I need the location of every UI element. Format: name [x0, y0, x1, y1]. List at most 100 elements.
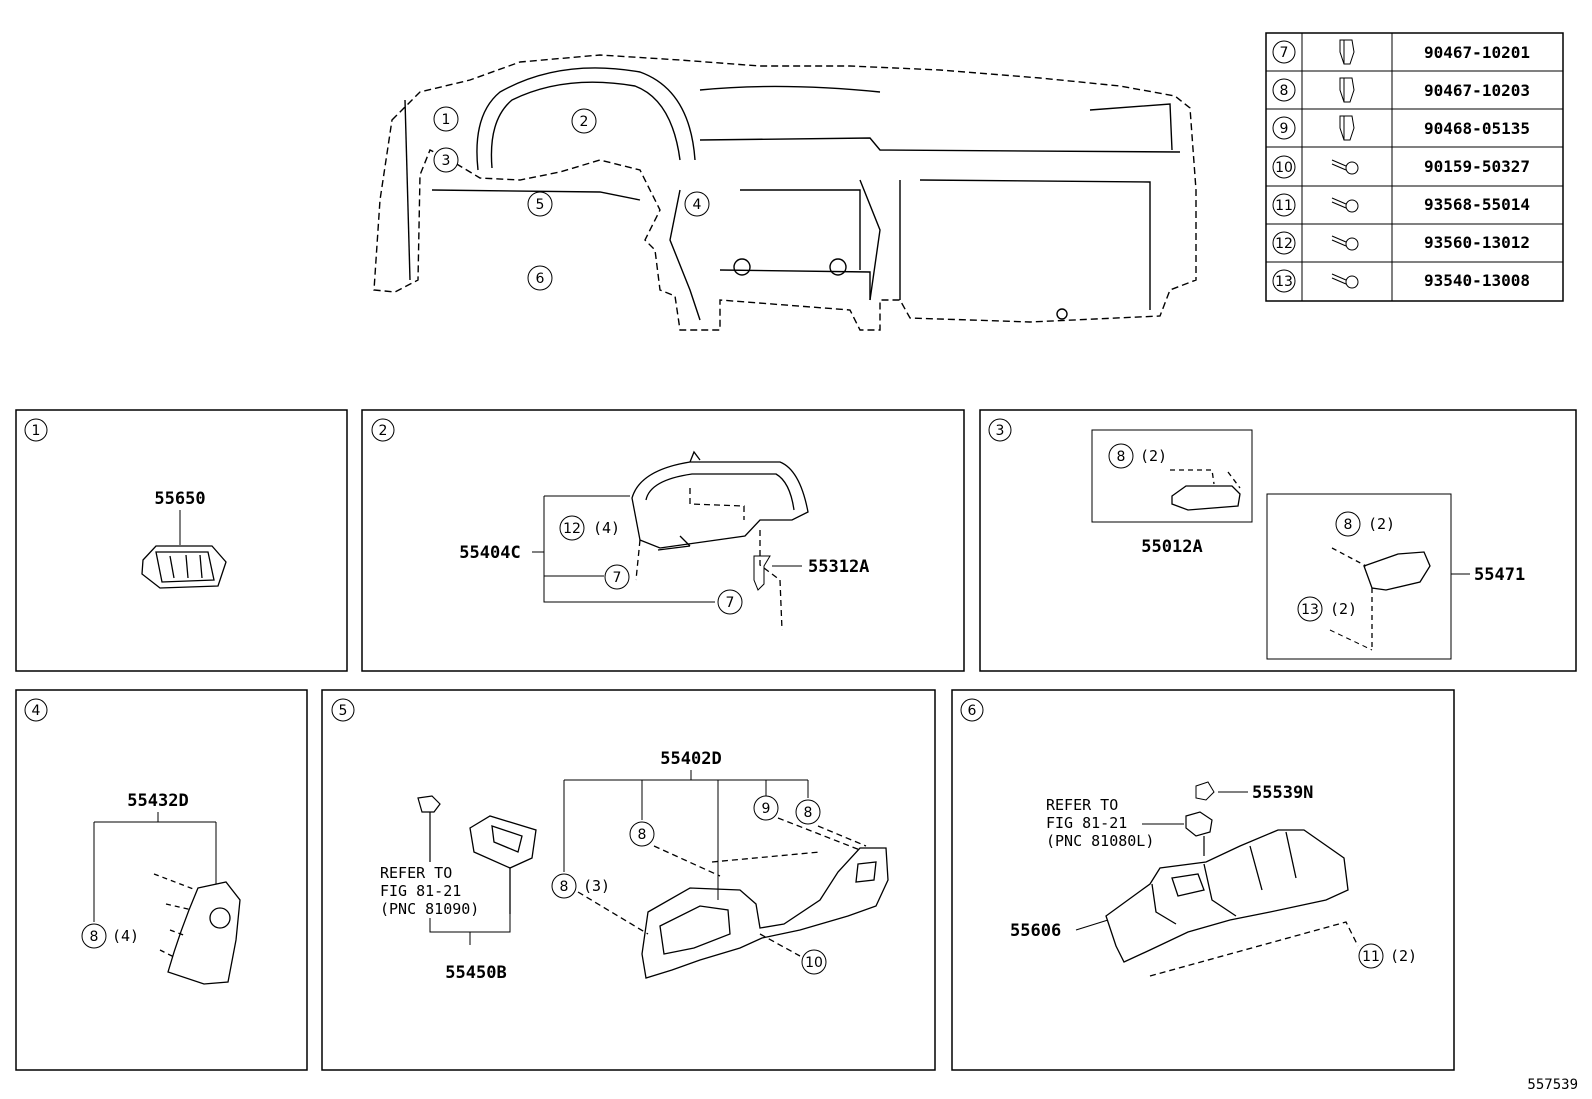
part-55012A[interactable]: 55012A — [1141, 537, 1202, 557]
fastener-table: 7 90467-10201 8 90467-10203 9 90468-0513… — [1265, 32, 1564, 302]
cluster-bezel-drawing — [631, 450, 809, 631]
part-55402D[interactable]: 55402D — [563, 749, 809, 900]
overview-callout-2[interactable]: 2 — [571, 108, 597, 134]
lower-panel-drawing — [577, 817, 889, 979]
svg-text:55650: 55650 — [154, 489, 205, 509]
overview-callout-3[interactable]: 3 — [433, 147, 459, 173]
svg-text:8: 8 — [1344, 517, 1353, 533]
svg-text:(PNC 81090): (PNC 81090) — [380, 900, 479, 918]
dashboard-overview — [373, 54, 1197, 331]
callout-8[interactable]: 8 — [795, 799, 821, 825]
svg-text:8: 8 — [1280, 83, 1289, 99]
part-55471[interactable]: 55471 — [1451, 565, 1525, 585]
svg-text:2: 2 — [580, 114, 589, 130]
under-cover-drawing — [1105, 829, 1359, 977]
clip-icon — [1339, 77, 1355, 103]
overview-callouts: 1 2 3 4 5 6 — [433, 106, 710, 291]
svg-text:1: 1 — [442, 112, 451, 128]
svg-text:55402D: 55402D — [660, 749, 721, 769]
callout-10[interactable]: 10 — [801, 949, 827, 975]
part-55404C[interactable]: 55404C — [459, 495, 715, 603]
svg-text:55432D: 55432D — [127, 791, 188, 811]
svg-text:8: 8 — [804, 805, 813, 821]
svg-text:(3): (3) — [583, 877, 610, 895]
part-55450B[interactable]: 55450B — [429, 914, 511, 983]
svg-text:55404C: 55404C — [459, 543, 520, 563]
svg-text:8: 8 — [1117, 449, 1126, 465]
svg-text:5: 5 — [339, 703, 348, 719]
diagram-id: 557539 — [1527, 1077, 1578, 1093]
switch-base-drawing — [1170, 469, 1241, 511]
svg-text:93540-13008: 93540-13008 — [1424, 271, 1530, 290]
svg-text:FIG 81-21: FIG 81-21 — [380, 882, 461, 900]
svg-text:12: 12 — [563, 521, 581, 537]
panel-4: 4 55432D 8 (4) — [15, 689, 308, 1071]
fastener-row[interactable]: 11 93568-55014 — [1272, 193, 1530, 217]
panel-3: 3 8 (2) 55012A 8 (2) 13 (2) — [979, 409, 1577, 672]
callout-8[interactable]: 8 (3) — [551, 873, 610, 899]
callout-7[interactable]: 7 — [717, 589, 743, 615]
svg-text:3: 3 — [996, 423, 1005, 439]
part-55432D[interactable]: 55432D — [93, 791, 217, 922]
overview-callout-4[interactable]: 4 — [684, 191, 710, 217]
svg-text:REFER TO: REFER TO — [380, 864, 452, 882]
svg-text:REFER TO: REFER TO — [1046, 796, 1118, 814]
svg-text:(4): (4) — [593, 519, 620, 537]
callout-8[interactable]: 8 (4) — [81, 923, 139, 949]
svg-text:7: 7 — [726, 595, 735, 611]
svg-text:90467-10203: 90467-10203 — [1424, 81, 1530, 100]
refer-note-81080L[interactable]: REFER TO FIG 81-21 (PNC 81080L) — [1046, 796, 1184, 850]
svg-text:13: 13 — [1275, 274, 1293, 290]
svg-text:8: 8 — [560, 879, 569, 895]
callout-13[interactable]: 13 (2) — [1297, 596, 1373, 651]
svg-text:90467-10201: 90467-10201 — [1424, 43, 1530, 62]
overview-callout-6[interactable]: 6 — [527, 265, 553, 291]
panel-2: 2 55404C 12 (4) 7 7 5531 — [361, 409, 965, 672]
callout-9[interactable]: 9 — [753, 795, 779, 821]
svg-text:6: 6 — [536, 271, 545, 287]
fastener-row[interactable]: 13 93540-13008 — [1272, 269, 1530, 293]
svg-text:(PNC 81080L): (PNC 81080L) — [1046, 832, 1154, 850]
svg-text:93560-13012: 93560-13012 — [1424, 233, 1530, 252]
part-55650[interactable]: 55650 — [154, 489, 206, 545]
clip-icon — [1339, 115, 1355, 141]
part-55312A[interactable]: 55312A — [753, 555, 869, 591]
overview-callout-5[interactable]: 5 — [527, 191, 553, 217]
refer-note-81090[interactable]: REFER TO FIG 81-21 (PNC 81090) — [380, 864, 479, 918]
callout-8[interactable]: 8 — [629, 821, 655, 847]
callout-8[interactable]: 8 (2) — [1335, 511, 1395, 537]
panel-1: 1 55650 — [15, 409, 348, 672]
part-55539N[interactable]: 55539N — [1195, 781, 1313, 803]
svg-text:(4): (4) — [112, 927, 139, 945]
fastener-row[interactable]: 9 90468-05135 — [1272, 115, 1530, 141]
screw-icon — [1331, 197, 1359, 213]
svg-text:7: 7 — [1280, 45, 1289, 61]
callout-8[interactable]: 8 (2) — [1108, 443, 1167, 469]
panel-cover-drawing — [1331, 547, 1431, 650]
svg-text:(2): (2) — [1368, 515, 1395, 533]
svg-text:(2): (2) — [1390, 947, 1417, 965]
svg-text:11: 11 — [1275, 198, 1293, 214]
callout-7[interactable]: 7 — [604, 564, 630, 590]
svg-text:3: 3 — [442, 153, 451, 169]
svg-text:11: 11 — [1362, 949, 1380, 965]
svg-text:55312A: 55312A — [808, 557, 869, 577]
svg-text:10: 10 — [1275, 160, 1293, 176]
svg-text:90159-50327: 90159-50327 — [1424, 157, 1530, 176]
fastener-row[interactable]: 12 93560-13012 — [1272, 231, 1530, 255]
overview-callout-1[interactable]: 1 — [433, 106, 459, 132]
box-drawing — [469, 815, 537, 914]
svg-text:8: 8 — [90, 929, 99, 945]
part-55606[interactable]: 55606 — [1010, 919, 1109, 941]
fastener-row[interactable]: 7 90467-10201 — [1272, 39, 1530, 65]
fastener-row[interactable]: 8 90467-10203 — [1272, 77, 1530, 103]
svg-text:6: 6 — [968, 703, 977, 719]
screw-icon — [1331, 159, 1359, 175]
side-panel-drawing — [153, 873, 241, 985]
callout-11[interactable]: 11 (2) — [1358, 943, 1417, 969]
svg-text:9: 9 — [762, 801, 771, 817]
callout-12[interactable]: 12 (4) — [559, 515, 620, 541]
fastener-row[interactable]: 10 90159-50327 — [1272, 155, 1530, 179]
svg-text:7: 7 — [613, 570, 622, 586]
